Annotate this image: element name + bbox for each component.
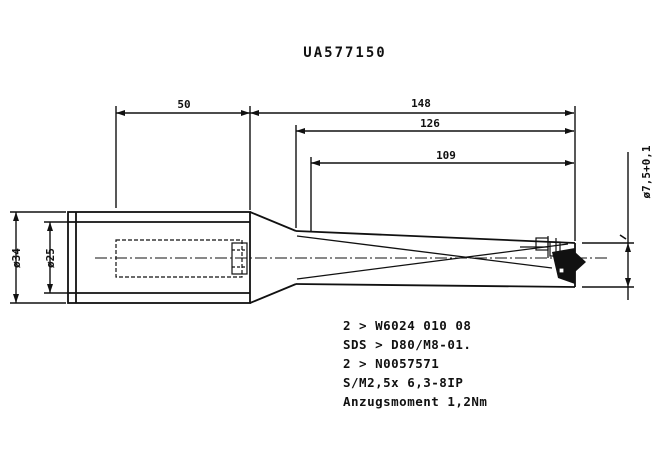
dim-flute-length: 109: [436, 149, 456, 162]
dim-collar-diameter: ø34: [10, 248, 23, 268]
note-line-1: 2 > W6024 010 08: [343, 318, 471, 333]
dim-shank-length: 50: [177, 98, 190, 111]
drill-body: [295, 230, 576, 288]
note-line-5: Anzugsmoment 1,2Nm: [343, 394, 487, 409]
note-line-2: SDS > D80/M8-01.: [343, 337, 471, 352]
dim-overall-length: 148: [411, 97, 431, 110]
dimension-arrowheads: [13, 110, 631, 303]
dim-drill-diameter: ø7,5+0,1: [640, 145, 653, 198]
drawing-title: UA577150: [303, 45, 386, 61]
dim-intermediate-length: 126: [420, 117, 440, 130]
dim-shank-diameter: ø25: [44, 248, 57, 268]
note-line-4: S/M2,5x 6,3-8IP: [343, 375, 463, 390]
notes-block: 2 > W6024 010 08 SDS > D80/M8-01. 2 > N0…: [343, 318, 487, 409]
drill-tip-inserts: [520, 234, 627, 284]
dimension-lines: [10, 106, 634, 304]
note-line-3: 2 > N0057571: [343, 356, 439, 371]
taper-transition: [249, 211, 297, 304]
